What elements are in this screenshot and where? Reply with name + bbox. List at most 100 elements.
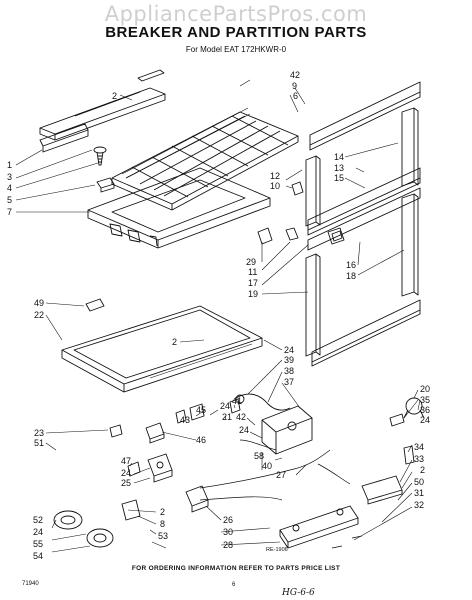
callout-3: 3	[7, 172, 13, 182]
callout-2d: 2	[160, 507, 166, 517]
callout-30: 30	[223, 527, 234, 537]
callout-14: 14	[334, 152, 345, 162]
callout-38: 38	[284, 366, 295, 376]
clip-part	[96, 177, 115, 193]
callout-17: 17	[248, 278, 259, 288]
partition-strip-19	[305, 253, 321, 357]
callout-39: 39	[284, 355, 295, 365]
breaker-strip-lower	[39, 123, 89, 153]
ordering-footer: FOR ORDERING INFORMATION REFER TO PARTS …	[131, 565, 341, 572]
callout-20: 20	[420, 384, 431, 394]
callout-2b: 2	[172, 337, 178, 347]
callout-5: 5	[7, 195, 13, 205]
callout-53: 53	[158, 531, 169, 541]
callout-7: 7	[7, 207, 13, 217]
insert-part-49	[85, 298, 105, 312]
callout-21: 21	[222, 412, 233, 422]
cover-33	[361, 475, 403, 505]
callout-24b: 24	[420, 415, 431, 425]
diagram-reference: RE-1906	[266, 547, 288, 553]
callout-1: 1	[7, 160, 13, 170]
callout-50: 50	[414, 477, 425, 487]
callout-6: 6	[293, 91, 299, 101]
socket-36	[389, 413, 405, 427]
callout-26: 26	[223, 515, 234, 525]
wiring	[199, 439, 363, 549]
callout-13: 13	[334, 163, 345, 173]
breaker-grille	[111, 107, 299, 211]
callout-36: 36	[420, 405, 431, 415]
callout-4: 4	[7, 183, 13, 193]
partition-panel-middle	[307, 167, 421, 251]
partition-strip-12	[305, 155, 321, 227]
callout-24: 24	[284, 345, 295, 355]
callout-27: 27	[276, 470, 287, 480]
callout-45: 45	[196, 405, 207, 415]
callout-51: 51	[34, 438, 45, 448]
screw-part	[93, 146, 107, 166]
callout-40: 40	[262, 461, 273, 471]
relay-8	[121, 499, 141, 521]
callout-23: 23	[34, 428, 45, 438]
callout-35: 35	[420, 395, 431, 405]
callout-42b: 42	[236, 412, 247, 422]
bracket-part-29	[257, 227, 299, 245]
callout-25: 25	[121, 478, 132, 488]
leader-lines	[15, 79, 421, 553]
bulb-part-34	[403, 445, 415, 465]
control-housing-37	[261, 405, 313, 455]
callout-43: 43	[180, 415, 191, 425]
callout-18: 18	[346, 271, 357, 281]
breaker-frame	[87, 167, 271, 249]
partition-tray	[61, 305, 263, 393]
callout-2c: 2	[420, 465, 426, 475]
callout-10: 10	[270, 181, 281, 191]
callout-24e: 24	[121, 468, 132, 478]
page-number: 6	[232, 582, 236, 588]
switch-group	[175, 398, 241, 424]
knob-54	[86, 528, 114, 548]
callout-11: 11	[248, 267, 258, 277]
callout-2: 2	[112, 91, 118, 101]
callout-49: 49	[34, 298, 45, 308]
callout-34: 34	[414, 442, 425, 452]
breaker-strip-top	[39, 69, 166, 141]
callout-31: 31	[414, 488, 425, 498]
harness-38	[235, 393, 291, 411]
callout-22: 22	[34, 310, 45, 320]
watermark: AppliancePartsPros.com	[104, 2, 368, 26]
callout-24d: 24	[239, 425, 250, 435]
callout-16: 16	[346, 260, 357, 270]
catalog-code: 71940	[22, 581, 39, 587]
partition-panel-bottom	[311, 299, 421, 367]
callout-29: 29	[246, 257, 257, 267]
callout-15: 15	[334, 173, 345, 183]
knob-52	[53, 510, 83, 530]
switch-26	[185, 485, 209, 513]
thermostat-part-16	[327, 227, 345, 245]
callout-52: 52	[33, 515, 44, 525]
callout-24f: 24	[33, 527, 44, 537]
model-subtitle: For Model EAT 172HKWR-0	[185, 45, 287, 54]
cam-part-10	[291, 181, 304, 196]
callout-54: 54	[33, 551, 44, 561]
callout-55: 55	[33, 539, 44, 549]
control-panel-28	[279, 505, 359, 549]
partition-panel-upper	[309, 81, 421, 151]
callout-12: 12	[270, 171, 281, 181]
callout-46: 46	[196, 435, 207, 445]
callout-41: 41	[232, 396, 243, 406]
bracket-46	[145, 422, 165, 444]
callout-24c: 24	[220, 401, 231, 411]
callout-19: 19	[248, 289, 259, 299]
clip-23	[109, 424, 123, 438]
callout-33: 33	[414, 454, 425, 464]
motor-25	[147, 453, 173, 483]
callout-9: 9	[292, 81, 298, 91]
page-title: BREAKER AND PARTITION PARTS	[105, 24, 367, 41]
partition-strip-18	[401, 193, 419, 297]
callout-47: 47	[121, 456, 132, 466]
handwritten-note: HG-6-6	[282, 588, 315, 598]
partition-strip-14	[401, 107, 419, 187]
